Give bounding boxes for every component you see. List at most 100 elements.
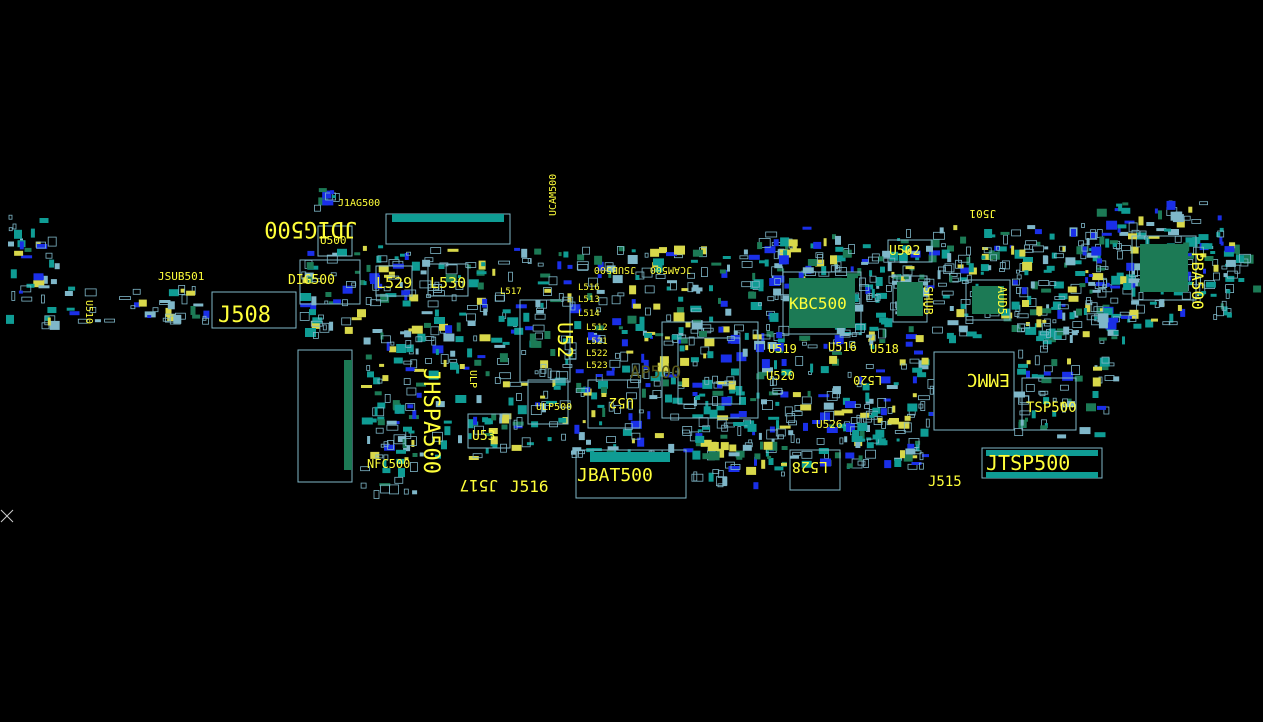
smd-pad xyxy=(382,375,389,382)
smd-pad xyxy=(791,411,803,416)
smd-pad xyxy=(384,444,395,451)
smd-pad xyxy=(1229,242,1236,249)
smd-pad xyxy=(690,357,699,363)
smd-pad xyxy=(666,314,672,322)
smd-pad xyxy=(1146,222,1155,226)
smd-pad xyxy=(1092,377,1101,387)
smd-pad xyxy=(377,255,388,263)
smd-pad xyxy=(744,332,749,340)
label-aud: AUD5 xyxy=(995,286,1009,315)
smd-pad xyxy=(730,413,740,419)
smd-pad xyxy=(1043,365,1053,373)
smd-pad xyxy=(299,311,310,321)
smd-pad xyxy=(657,362,669,372)
smd-pad xyxy=(1138,216,1144,226)
smd-pad xyxy=(766,324,770,331)
smd-pad xyxy=(614,404,621,414)
smd-pad xyxy=(178,284,186,295)
smd-pad xyxy=(400,253,407,257)
smd-pad xyxy=(864,404,870,410)
smd-pad xyxy=(903,454,913,462)
jdig500-pads xyxy=(392,214,504,222)
smd-pad xyxy=(727,264,730,272)
smd-pad xyxy=(692,284,699,288)
smd-pad xyxy=(720,434,728,439)
smd-pad xyxy=(537,281,549,285)
smd-pad xyxy=(796,438,800,444)
smd-pad xyxy=(562,296,574,307)
smd-pad xyxy=(1097,288,1107,298)
smd-pad xyxy=(764,259,769,267)
label-shub: SHUB xyxy=(921,286,935,315)
label-kbc500: KBC500 xyxy=(789,294,847,313)
smd-pad xyxy=(547,368,552,379)
smd-pad xyxy=(1111,275,1121,285)
smd-pad xyxy=(571,450,576,455)
smd-pad xyxy=(307,250,315,256)
smd-pad xyxy=(523,312,530,322)
smd-pad xyxy=(409,462,418,472)
smd-pad xyxy=(473,416,478,425)
smd-pad xyxy=(756,373,765,380)
smd-pad xyxy=(456,364,460,374)
smd-pad xyxy=(861,261,869,265)
smd-pad xyxy=(1107,329,1119,336)
smd-pad xyxy=(734,324,744,332)
smd-pad xyxy=(733,330,738,339)
smd-pad xyxy=(570,304,581,314)
smd-pad xyxy=(39,218,49,223)
smd-pad xyxy=(1110,297,1119,304)
smd-pad xyxy=(712,469,720,475)
smd-pad xyxy=(626,350,634,354)
smd-pad xyxy=(1119,311,1130,316)
smd-pad xyxy=(530,405,542,416)
smd-pad xyxy=(845,401,856,408)
smd-pad xyxy=(132,288,141,295)
smd-pad xyxy=(678,338,688,344)
smd-pad xyxy=(457,275,461,279)
smd-pad xyxy=(42,275,48,284)
smd-pad xyxy=(798,271,804,278)
smd-pad xyxy=(629,285,637,295)
smd-pad xyxy=(701,246,707,255)
label-l517: L517 xyxy=(500,287,522,297)
smd-pad xyxy=(375,294,388,302)
smd-pad xyxy=(401,290,411,296)
smd-pad xyxy=(960,267,972,274)
smd-pad xyxy=(608,269,612,278)
smd-pad xyxy=(1172,214,1184,223)
smd-pad xyxy=(721,396,732,406)
smd-pad xyxy=(1044,246,1049,250)
smd-pad xyxy=(865,398,874,404)
smd-pad xyxy=(1042,340,1052,345)
smd-pad xyxy=(502,417,509,424)
smd-pad xyxy=(926,245,933,252)
smd-pad xyxy=(1253,285,1262,293)
smd-pad xyxy=(1105,238,1110,248)
smd-pad xyxy=(621,339,628,347)
smd-pad xyxy=(540,363,547,374)
label-l514: L514 xyxy=(578,309,600,319)
smd-pad xyxy=(834,255,846,262)
smd-pad xyxy=(21,296,33,302)
smd-pad xyxy=(1040,425,1048,431)
smd-pad xyxy=(380,484,391,494)
smd-pad xyxy=(1219,237,1223,244)
smd-pad xyxy=(984,229,993,238)
smd-pad xyxy=(499,417,504,424)
smd-pad xyxy=(1061,303,1066,307)
smd-pad xyxy=(557,261,562,270)
smd-pad xyxy=(1117,224,1127,229)
smd-pad xyxy=(718,297,721,304)
smd-pad xyxy=(414,368,424,372)
smd-pad xyxy=(871,288,875,298)
smd-pad xyxy=(942,295,950,299)
smd-pad xyxy=(720,442,729,451)
smd-pad xyxy=(702,327,714,332)
smd-pad xyxy=(1068,295,1079,302)
smd-pad xyxy=(421,311,433,315)
smd-pad xyxy=(361,385,372,388)
smd-pad xyxy=(1034,229,1042,235)
smd-pad xyxy=(645,307,651,316)
